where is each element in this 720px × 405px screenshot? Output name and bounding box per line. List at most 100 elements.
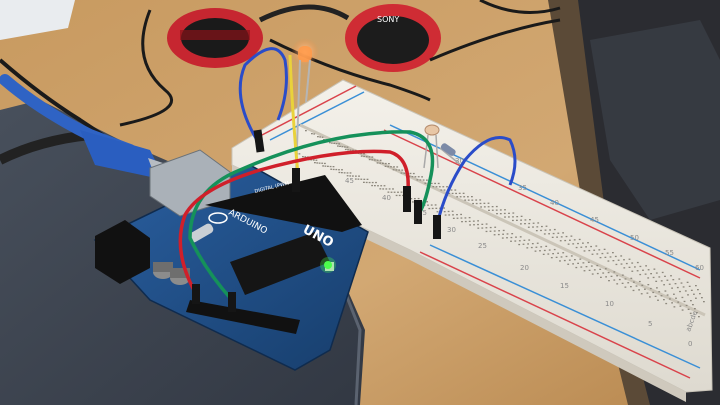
breadboard-hole (431, 207, 434, 210)
breadboard-hole (562, 252, 565, 254)
breadboard-hole (304, 156, 307, 158)
breadboard-hole (535, 246, 538, 248)
breadboard-hole (582, 242, 584, 244)
breadboard-hole (467, 199, 470, 201)
breadboard-hole (598, 249, 601, 251)
breadboard-hole (600, 276, 602, 278)
breadboard-hole (572, 243, 575, 245)
breadboard-hole (698, 316, 700, 318)
breadboard-hole (655, 280, 658, 282)
breadboard-hole (318, 162, 321, 164)
breadboard-hole (331, 142, 333, 144)
orange-led (291, 38, 319, 176)
breadboard-hole (534, 250, 537, 252)
breadboard-hole (436, 211, 439, 213)
breadboard-hole (452, 217, 455, 219)
analog-header (186, 300, 300, 334)
breadboard-hole (368, 156, 371, 158)
breadboard-hole (585, 246, 587, 248)
breadboard-hole (355, 175, 357, 177)
rail-red-bottom (419, 251, 691, 379)
breadboard-hole (444, 214, 447, 216)
breadboard-hole (570, 235, 573, 237)
breadboard-hole (485, 230, 488, 233)
breadboard-hole (578, 238, 581, 241)
breadboard-hole (451, 210, 454, 212)
bb-number: 40 (550, 199, 559, 207)
breadboard-hole (669, 298, 671, 300)
breadboard-hole (365, 181, 368, 184)
breadboard-hole (658, 276, 661, 278)
breadboard-hole (430, 204, 433, 206)
breadboard-hole (520, 223, 522, 225)
breadboard-hole (548, 249, 551, 251)
breadboard-hole (695, 297, 697, 299)
breadboard-hole (625, 262, 628, 265)
breadboard-hole (607, 260, 610, 262)
breadboard-hole (499, 209, 502, 211)
bb-number: 35 (518, 184, 527, 192)
breadboard-hole (503, 212, 506, 215)
breadboard-hole (460, 213, 462, 216)
breadboard-hole (590, 245, 592, 248)
breadboard-hole (614, 255, 617, 258)
breadboard-hole (435, 186, 438, 188)
breadboard-hole (312, 159, 315, 161)
breadboard-hole (346, 146, 349, 148)
breadboard-hole (479, 199, 482, 201)
breadboard-hole (483, 206, 486, 208)
breadboard-hole (613, 271, 616, 273)
breadboard-hole (591, 273, 594, 275)
bb-number: 45 (590, 216, 599, 224)
breadboard-hole (620, 255, 623, 257)
breadboard-hole (379, 159, 382, 161)
breadboard-hole (477, 227, 480, 229)
breadboard-hole (632, 289, 635, 292)
breadboard-hole (570, 255, 573, 257)
breadboard-hole (562, 232, 564, 234)
breadboard-hole (477, 220, 479, 222)
breadboard-hole (618, 278, 621, 281)
breadboard-hole (346, 172, 349, 174)
breadboard-hole (646, 292, 649, 294)
breadboard-hole (358, 175, 360, 177)
breadboard-hole (549, 229, 551, 231)
breadboard-hole (528, 239, 531, 241)
breadboard-hole (314, 162, 316, 164)
breadboard-hole (540, 229, 542, 232)
breadboard-hole (410, 198, 413, 200)
jumper-connector (192, 284, 200, 304)
breadboard-hole (536, 226, 539, 228)
breadboard-hole (475, 202, 478, 205)
breadboard-hole (580, 246, 583, 248)
breadboard-hole (352, 149, 354, 151)
breadboard-hole (383, 185, 386, 187)
breadboard-hole (596, 264, 599, 267)
breadboard-hole (575, 246, 578, 249)
breadboard-hole (392, 169, 395, 171)
breadboard-hole (468, 217, 471, 219)
dc-power-jack (95, 220, 150, 284)
breadboard-hole (447, 210, 450, 213)
breadboard-hole (687, 308, 690, 310)
breadboard-hole (440, 189, 443, 191)
breadboard-hole (495, 209, 498, 211)
breadboard-hole (535, 230, 538, 232)
breadboard-hole (536, 242, 539, 244)
breadboard-hole (481, 227, 484, 229)
breadboard-hole (472, 220, 475, 222)
breadboard-hole (491, 206, 494, 208)
breadboard-hole (506, 233, 509, 235)
breadboard-hole (511, 233, 514, 235)
breadboard-hole (321, 162, 324, 164)
jumper-connector (433, 215, 441, 239)
breadboard-hole (630, 277, 633, 279)
breadboard-hole (352, 175, 354, 177)
breadboard-hole (696, 312, 698, 314)
breadboard-hole (560, 236, 563, 238)
breadboard-hole (631, 270, 634, 272)
breadboard-hole (587, 242, 589, 244)
rail-blue-bottom (429, 244, 701, 369)
breadboard-hole (398, 169, 401, 171)
breadboard-hole (341, 172, 343, 174)
